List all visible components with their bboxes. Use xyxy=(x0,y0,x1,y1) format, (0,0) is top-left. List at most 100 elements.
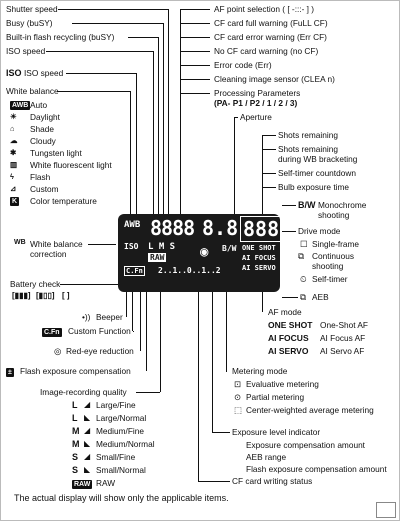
leader-aperture xyxy=(234,117,238,118)
cfn-label: Custom Function xyxy=(68,326,131,336)
lcd-lms: L M S xyxy=(148,242,176,252)
leader-aperture-v xyxy=(234,117,235,214)
normal-icon: ◣ xyxy=(84,413,91,422)
lcd-af-focus: AI FOCUS xyxy=(242,254,276,262)
battery-empty-icon: [ ] xyxy=(62,291,70,300)
quality-icon: S xyxy=(72,452,79,462)
wb-item-label: Auto xyxy=(30,100,48,110)
leader-cf-v xyxy=(198,292,199,481)
wb-item-icon: AWB xyxy=(10,100,31,110)
leader-r1 xyxy=(180,9,210,10)
wb-item-icon: ⌂ xyxy=(10,124,15,133)
metering-item-label: Center-weighted average metering xyxy=(246,405,374,415)
single-label: Single-frame xyxy=(312,239,360,249)
leader-cf xyxy=(198,481,230,482)
wb-bracket-label-1: Shots remaining xyxy=(278,144,338,154)
lcd-shots: 888 xyxy=(240,216,283,242)
af-point-label: AF point selection ( [ -:::- ] ) xyxy=(214,4,315,14)
iso-icon: ISO xyxy=(6,68,22,78)
quality-label: Small/Normal xyxy=(96,465,146,475)
leader-iso-v xyxy=(153,51,154,214)
quality-icon: S xyxy=(72,465,79,475)
leader-aeb xyxy=(282,297,298,298)
leader-r7 xyxy=(180,93,210,94)
leader-cfn-v xyxy=(132,292,133,331)
drive-title: Drive mode xyxy=(298,226,341,236)
leader-bw xyxy=(282,205,296,206)
no-cf-label: No CF card warning (no CF) xyxy=(214,46,319,56)
wb-title: White balance xyxy=(6,86,59,96)
leader-s3 xyxy=(262,173,276,174)
wb-item-label: White fluorescent light xyxy=(30,160,112,170)
continuous-label-2: shooting xyxy=(312,261,344,271)
wb-item-label: Tungsten light xyxy=(30,148,82,158)
leader-flash xyxy=(128,37,158,38)
wb-correction-label-2: correction xyxy=(30,249,67,259)
cf-writing-label: CF card writing status xyxy=(232,476,313,486)
af-mode-code: AI SERVO xyxy=(268,346,309,356)
lcd-digits: 8888 xyxy=(150,216,195,240)
af-mode-title: AF mode xyxy=(268,307,302,317)
leader-wbc xyxy=(88,244,116,245)
wb-bracket-label-2: during WB bracketing xyxy=(278,154,358,164)
metering-item-label: Partial metering xyxy=(246,392,305,402)
leader-wb-v xyxy=(130,91,131,224)
leader-s2 xyxy=(262,149,276,150)
quality-icon: M xyxy=(72,426,80,436)
wb-item-label: Color temperature xyxy=(30,196,97,206)
iso-speed-top-label: ISO speed xyxy=(6,46,46,56)
exposure-item-label: AEB range xyxy=(246,452,287,462)
quality-label: Medium/Normal xyxy=(96,439,155,449)
quality-label: RAW xyxy=(96,478,116,488)
leader-r3 xyxy=(180,37,210,38)
wb-icon: K xyxy=(10,197,20,206)
quality-icon: L xyxy=(72,400,78,410)
bw-icon: B/W xyxy=(298,200,316,210)
redeye-icon: ◎ xyxy=(54,346,62,356)
fine-icon: ◢ xyxy=(84,426,91,435)
fine-icon: ◢ xyxy=(84,452,91,461)
metering-icon: ⊡ xyxy=(234,379,241,389)
leader-iso2-v xyxy=(136,73,137,243)
normal-icon: ◣ xyxy=(84,439,91,448)
processing-sub-label: (PA- P1 / P2 / 1 / 2 / 3) xyxy=(214,98,298,108)
raw-icon: RAW xyxy=(72,480,93,489)
self-timer-icon: ⏲ xyxy=(300,274,307,284)
leader-redeye xyxy=(140,292,141,351)
leader-busy xyxy=(72,23,163,24)
af-mode-label: AI Servo AF xyxy=(320,346,365,356)
metering-item-label: Evaluative metering xyxy=(246,379,319,389)
error-code-label: Error code (Err) xyxy=(214,60,272,70)
leader-r2 xyxy=(180,23,210,24)
iso-speed-label: ISO speed xyxy=(24,68,64,78)
leader-s1 xyxy=(262,135,276,136)
exposure-item-label: Exposure compensation amount xyxy=(246,440,365,450)
leader-r-v xyxy=(180,9,181,214)
normal-icon: ◣ xyxy=(84,465,91,474)
wb-item-icon: ▥ xyxy=(10,160,18,169)
leader-r4 xyxy=(180,51,210,52)
battery-half-icon: [▮▯▯] xyxy=(36,291,55,300)
wb-item-label: Cloudy xyxy=(30,136,56,146)
flash-comp-label: Flash exposure compensation xyxy=(20,366,131,376)
footer-note: The actual display will show only the ap… xyxy=(14,493,229,503)
af-mode-code: AI FOCUS xyxy=(268,333,309,343)
leader-exposure xyxy=(212,432,230,433)
leader-r6 xyxy=(180,79,210,80)
processing-label: Processing Parameters xyxy=(214,88,301,98)
cf-full-label: CF card full warning (FuLL CF) xyxy=(214,18,328,28)
shutter-speed-label: Shutter speed xyxy=(6,4,58,14)
lcd-scale: 2..1..0..1..2 xyxy=(158,266,221,275)
wb-item-icon: ☀ xyxy=(10,112,17,121)
af-mode-label: One-Shot AF xyxy=(320,320,368,330)
quality-label: Medium/Fine xyxy=(96,426,144,436)
wb-correction-label-1: White balance xyxy=(30,239,83,249)
continuous-label-1: Continuous xyxy=(312,251,354,261)
single-icon: ☐ xyxy=(300,239,308,249)
leader-drive xyxy=(282,231,296,232)
cfn-icon: C.Fn xyxy=(42,328,62,337)
lcd-panel: AWB 8888 8.8 888 ISO L M S RAW ◉ B/W C.F… xyxy=(118,214,283,292)
leader-s4 xyxy=(262,187,276,188)
metering-icon: ⬚ xyxy=(234,405,242,415)
lcd-raw: RAW xyxy=(148,253,167,262)
